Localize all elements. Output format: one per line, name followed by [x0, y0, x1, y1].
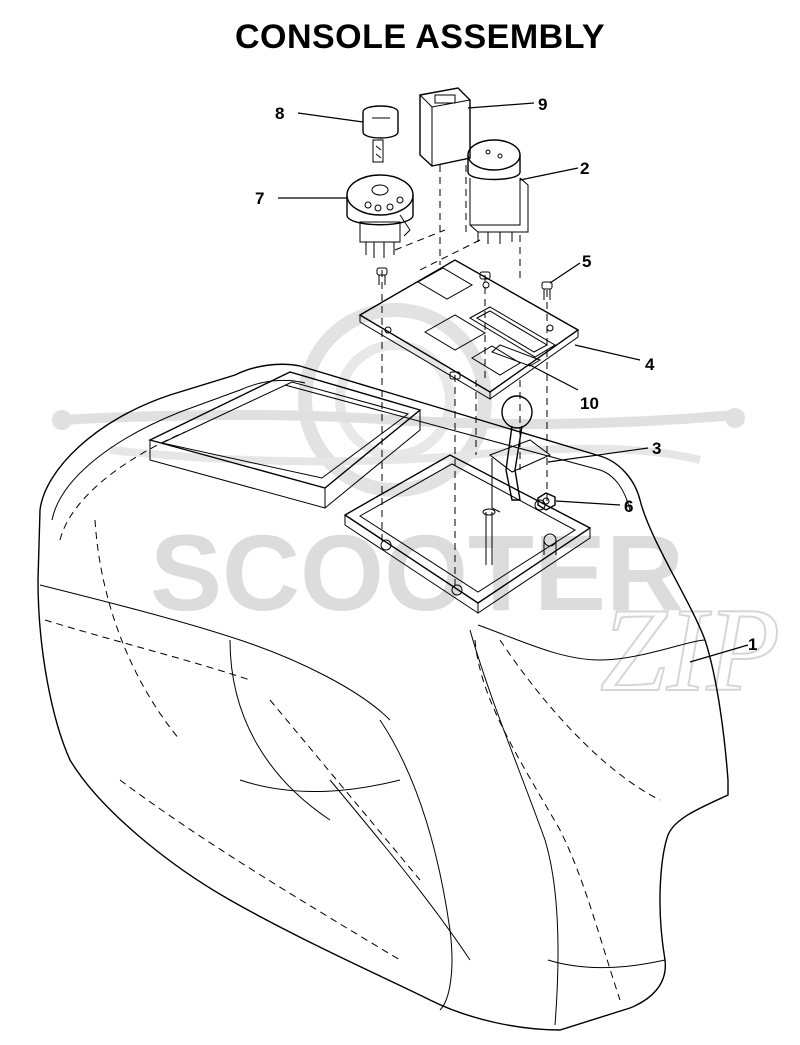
callout-6: 6	[624, 497, 633, 516]
callout-8: 8	[275, 104, 284, 123]
mounting-plate	[358, 259, 580, 400]
diagram-title: CONSOLE ASSEMBLY	[234, 18, 606, 56]
shifter-gate	[491, 344, 542, 367]
console-housing	[37, 363, 729, 1031]
watermark: SCOOTER ZIP	[52, 303, 781, 717]
callout-10: 10	[580, 394, 599, 413]
pto-switch	[467, 139, 529, 244]
callout-4: 4	[645, 355, 655, 374]
nut	[537, 492, 556, 511]
callout-2: 2	[580, 159, 589, 178]
ignition-key	[362, 105, 399, 163]
watermark-script: ZIP	[600, 583, 780, 716]
throttle-lever	[482, 395, 557, 565]
callout-7: 7	[255, 189, 264, 208]
callout-leaders	[278, 102, 749, 663]
hour-meter	[419, 87, 471, 167]
callout-9: 9	[538, 95, 547, 114]
callout-1: 1	[748, 635, 757, 654]
callout-labels: 1 2 3 4 5 6 7 8 9 10	[255, 95, 757, 654]
screw	[376, 267, 553, 380]
callout-5: 5	[582, 252, 591, 271]
ignition-switch	[346, 174, 414, 258]
callout-3: 3	[652, 439, 661, 458]
